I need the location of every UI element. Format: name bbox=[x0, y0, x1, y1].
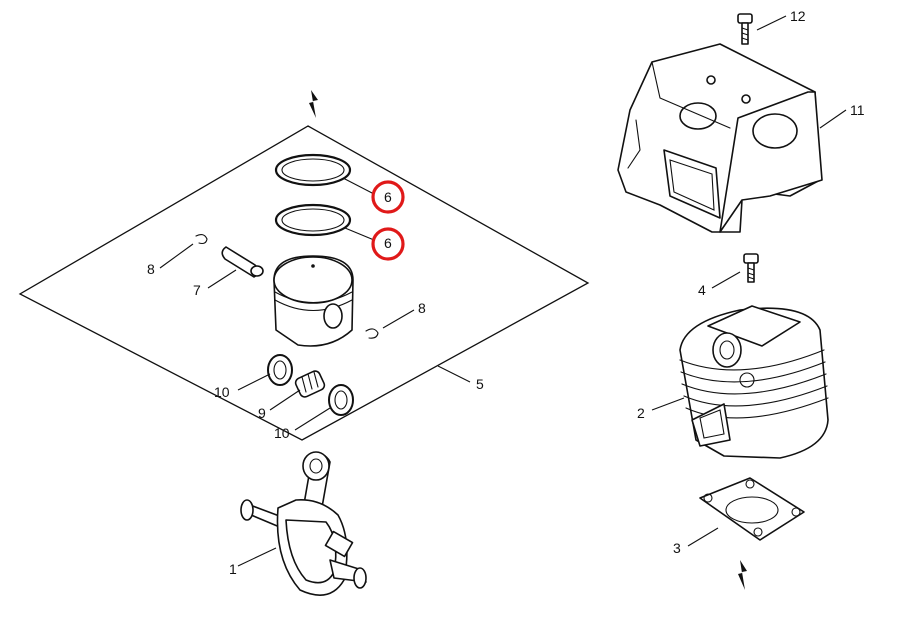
piston-ring-upper[interactable] bbox=[274, 153, 352, 187]
needle-bearing[interactable] bbox=[294, 369, 326, 398]
callout-1: 1 bbox=[229, 561, 237, 577]
circlip-right[interactable] bbox=[365, 328, 379, 339]
cylinder-cover[interactable] bbox=[617, 43, 823, 233]
callout-6-lower: 6 bbox=[384, 235, 392, 251]
top-direction-arrow-icon bbox=[309, 90, 318, 118]
circlip-left[interactable] bbox=[195, 233, 208, 245]
callout-10-lower: 10 bbox=[274, 425, 290, 441]
cylinder-gasket[interactable] bbox=[699, 477, 805, 541]
highlight-circle-6-lower bbox=[371, 227, 405, 261]
cylinder-screw[interactable] bbox=[743, 253, 759, 283]
callout-10-upper: 10 bbox=[214, 384, 230, 400]
callout-5: 5 bbox=[476, 376, 484, 392]
crankshaft[interactable] bbox=[240, 451, 367, 596]
thrust-washer-lower[interactable] bbox=[328, 384, 354, 416]
piston-pin[interactable] bbox=[221, 246, 264, 278]
callout-6-upper: 6 bbox=[384, 189, 392, 205]
callout-3: 3 bbox=[673, 540, 681, 556]
leader-lines bbox=[159, 15, 847, 567]
cylinder[interactable] bbox=[679, 305, 829, 459]
highlight-circle-6-upper bbox=[371, 180, 405, 214]
callout-2: 2 bbox=[637, 405, 645, 421]
callout-12: 12 bbox=[790, 8, 806, 24]
callout-7: 7 bbox=[193, 282, 201, 298]
piston-ring-lower[interactable] bbox=[274, 203, 352, 237]
thrust-washer-upper[interactable] bbox=[267, 354, 293, 386]
callout-11: 11 bbox=[850, 102, 865, 118]
bottom-direction-arrow-icon bbox=[738, 560, 747, 590]
piston-kit-frame bbox=[18, 90, 590, 441]
callout-8-right: 8 bbox=[418, 300, 426, 316]
callout-8-left: 8 bbox=[147, 261, 155, 277]
piston[interactable] bbox=[273, 255, 354, 347]
cover-screw[interactable] bbox=[737, 13, 753, 45]
callout-9: 9 bbox=[258, 405, 266, 421]
callout-4: 4 bbox=[698, 282, 706, 298]
